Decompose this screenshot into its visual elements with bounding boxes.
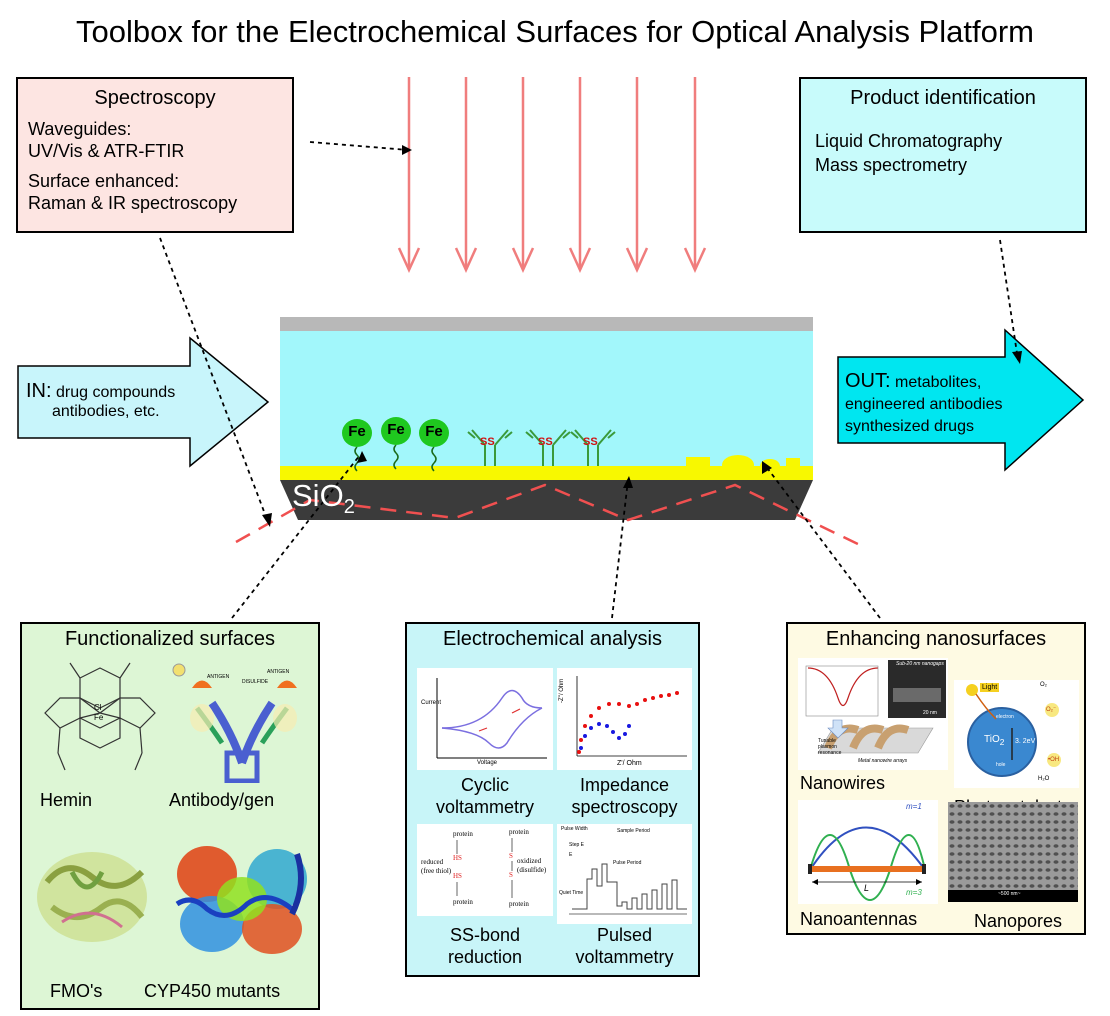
svg-text:ANTIGEN: ANTIGEN <box>207 674 230 680</box>
nanowires-caption: Nanowires <box>800 773 886 793</box>
nanoantenna-image: m=1 m=3 L <box>798 800 938 904</box>
cyp450-caption: CYP450 mutants <box>144 981 281 1001</box>
spectroscopy-line: Waveguides: <box>28 119 132 139</box>
spectroscopy-box: Spectroscopy Waveguides: UV/Vis & ATR-FT… <box>16 77 294 233</box>
fe-label: Fe <box>348 423 366 440</box>
electrochemical-heading: Electrochemical analysis <box>443 628 662 650</box>
svg-text:ANTIGEN: ANTIGEN <box>267 669 290 675</box>
cv-ylabel: Current <box>421 700 442 706</box>
out-arrow <box>837 328 1085 472</box>
antibodies <box>467 429 616 466</box>
enhancing-nanosurfaces-panel: Enhancing nanosurfaces Sub-20 nm nanogap… <box>786 622 1086 935</box>
sio2-label: SiO2 <box>292 478 355 519</box>
ss-bond-diagram: protein protein reduced (free thiol) HS … <box>417 824 553 916</box>
functionalized-surfaces-panel: Functionalized surfaces Cl Fe ANTIGEN AN… <box>20 622 320 1010</box>
hemin-caption: Hemin <box>40 790 93 810</box>
product-heading: Product identification <box>850 87 1036 109</box>
pulsed-voltammetry-diagram: Pulse Width Sample Period Step E E Pulse… <box>557 824 692 924</box>
electrochemical-analysis-panel: Electrochemical analysis Current Voltage <box>405 622 700 977</box>
spectroscopy-line: Raman & IR spectroscopy <box>28 193 238 213</box>
eis-ylabel: -Z''/ Ohm <box>559 678 565 703</box>
product-identification-box: Product identification Liquid Chromatogr… <box>799 77 1087 233</box>
dotted-arrowheads <box>262 145 1022 527</box>
cyp450-protein-image <box>175 846 307 954</box>
nanopores-image: ~500 nm~ <box>948 802 1078 902</box>
nanosurfaces-heading: Enhancing nanosurfaces <box>825 628 1047 650</box>
dotted-connectors <box>159 141 1019 619</box>
waveguide-beam <box>235 483 861 547</box>
product-line: Mass spectrometry <box>815 155 968 175</box>
fmo-caption: FMO's <box>50 981 103 1001</box>
ss-label: SS <box>583 436 598 448</box>
svg-text:Fe: Fe <box>94 713 104 722</box>
nanopores-caption: Nanopores <box>974 911 1063 931</box>
fe-molecules <box>342 417 449 472</box>
spectroscopy-line: UV/Vis & ATR-FTIR <box>28 141 185 161</box>
svg-text:DISULFIDE: DISULFIDE <box>242 679 269 685</box>
incident-light-arrows <box>397 77 707 274</box>
antibody-caption: Antibody/gen <box>169 790 275 810</box>
photocatalyst-image: Light TiO2 3. 2eV electron hole O₂ O₂⁻ •… <box>954 680 1079 788</box>
out-arrow-text: OUT: metabolites, engineered antibodies … <box>845 370 1003 435</box>
fmo-protein-image <box>37 852 147 942</box>
cv-xlabel: Voltage <box>477 760 498 766</box>
in-arrow-text: IN: drug compounds antibodies, etc. <box>26 380 176 420</box>
product-line: Liquid Chromatography <box>815 131 1003 151</box>
svg-text:Cl: Cl <box>94 703 102 712</box>
eis-plot: -Z''/ Ohm Z'/ Ohm <box>557 668 692 770</box>
ss-label: SS <box>538 436 553 448</box>
eis-xlabel: Z'/ Ohm <box>617 760 642 767</box>
hemin-structure-image: Cl Fe <box>44 662 156 771</box>
antibody-diagram-image: ANTIGEN ANTIGEN DISULFIDE <box>172 663 297 783</box>
in-arrow <box>17 336 270 468</box>
spectroscopy-line: Surface enhanced: <box>28 171 180 191</box>
functionalized-heading: Functionalized surfaces <box>64 628 276 650</box>
fe-label: Fe <box>387 421 405 438</box>
fe-label: Fe <box>425 423 443 440</box>
cv-plot: Current Voltage <box>417 668 553 770</box>
ss-label: SS <box>480 436 495 448</box>
nanowires-image: Sub-20 nm nanogaps 20 nm Tunable plasmon… <box>798 658 948 770</box>
chip <box>280 317 813 520</box>
page-title: Toolbox for the Electrochemical Surfaces… <box>76 14 1034 49</box>
nanoantennas-caption: Nanoantennas <box>800 909 918 929</box>
spectroscopy-heading: Spectroscopy <box>94 87 216 109</box>
